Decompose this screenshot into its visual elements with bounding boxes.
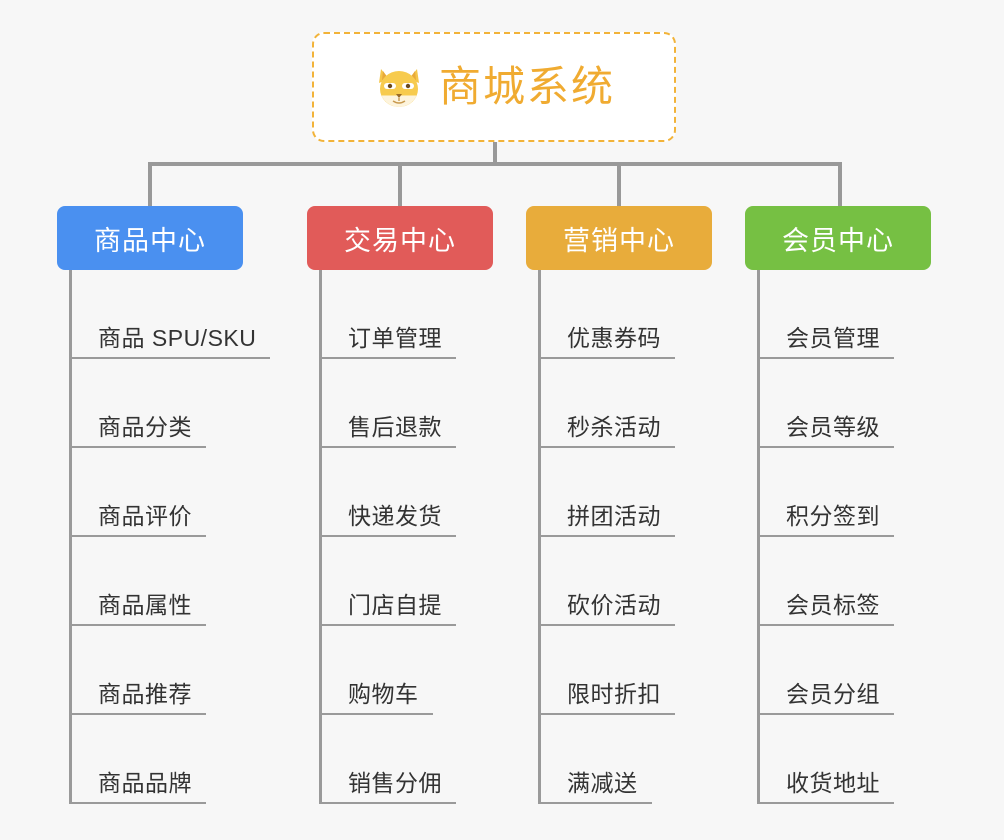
connector-drop-4 xyxy=(838,162,842,206)
leaf-list-marketing-center: 优惠券码 秒杀活动 拼团活动 砍价活动 限时折扣 满减送 xyxy=(538,270,712,804)
category-header-member-center[interactable]: 会员中心 xyxy=(745,206,931,270)
list-item[interactable]: 商品品牌 xyxy=(72,715,243,804)
list-item[interactable]: 商品评价 xyxy=(72,448,243,537)
list-item[interactable]: 订单管理 xyxy=(322,270,493,359)
list-item-label: 砍价活动 xyxy=(567,591,661,618)
list-item[interactable]: 售后退款 xyxy=(322,359,493,448)
list-item-label: 拼团活动 xyxy=(567,502,661,529)
list-item[interactable]: 秒杀活动 xyxy=(541,359,712,448)
leaf-list-product-center: 商品 SPU/SKU 商品分类 商品评价 商品属性 商品推荐 商品品牌 xyxy=(69,270,271,804)
list-item-label: 商品分类 xyxy=(98,413,192,440)
category-header-marketing-center[interactable]: 营销中心 xyxy=(526,206,712,270)
list-item-label: 会员标签 xyxy=(786,591,880,618)
column-product-center: 商品中心 商品 SPU/SKU 商品分类 商品评价 商品属性 商品推荐 商品品牌 xyxy=(57,206,271,804)
list-item-label: 销售分佣 xyxy=(348,769,442,796)
connector-horizontal-bus xyxy=(148,162,842,166)
column-trade-center: 交易中心 订单管理 售后退款 快递发货 门店自提 购物车 销售分佣 xyxy=(307,206,493,804)
list-item-label: 优惠券码 xyxy=(567,324,661,351)
list-item[interactable]: 积分签到 xyxy=(760,448,931,537)
list-item[interactable]: 商品推荐 xyxy=(72,626,243,715)
list-item-label: 快递发货 xyxy=(348,502,442,529)
list-item-label: 会员管理 xyxy=(786,324,880,351)
connector-drop-3 xyxy=(617,162,621,206)
category-title: 营销中心 xyxy=(563,225,675,256)
list-item-label: 购物车 xyxy=(348,680,419,707)
list-item-label: 商品 SPU/SKU xyxy=(98,324,257,351)
list-item-label: 商品品牌 xyxy=(98,769,192,796)
leaf-list-trade-center: 订单管理 售后退款 快递发货 门店自提 购物车 销售分佣 xyxy=(319,270,493,804)
list-item[interactable]: 满减送 xyxy=(541,715,712,804)
list-item[interactable]: 收货地址 xyxy=(760,715,931,804)
list-item[interactable]: 门店自提 xyxy=(322,537,493,626)
list-item-label: 积分签到 xyxy=(786,502,880,529)
list-item-label: 订单管理 xyxy=(348,324,442,351)
list-item-label: 秒杀活动 xyxy=(567,413,661,440)
category-title: 交易中心 xyxy=(344,225,456,256)
list-item[interactable]: 拼团活动 xyxy=(541,448,712,537)
list-item[interactable]: 快递发货 xyxy=(322,448,493,537)
shiba-dog-face-icon xyxy=(373,61,425,113)
list-item-label: 商品评价 xyxy=(98,502,192,529)
category-header-product-center[interactable]: 商品中心 xyxy=(57,206,243,270)
list-item[interactable]: 商品属性 xyxy=(72,537,243,626)
list-item[interactable]: 优惠券码 xyxy=(541,270,712,359)
category-header-trade-center[interactable]: 交易中心 xyxy=(307,206,493,270)
list-item-label: 会员等级 xyxy=(786,413,880,440)
list-item[interactable]: 会员管理 xyxy=(760,270,931,359)
category-title: 会员中心 xyxy=(782,225,894,256)
list-item-label: 售后退款 xyxy=(348,413,442,440)
list-item-label: 商品推荐 xyxy=(98,680,192,707)
list-item[interactable]: 会员标签 xyxy=(760,537,931,626)
root-title: 商城系统 xyxy=(438,63,615,110)
list-item-label: 门店自提 xyxy=(348,591,442,618)
root-node[interactable]: 商城系统 xyxy=(312,32,676,142)
category-title: 商品中心 xyxy=(94,225,206,256)
list-item[interactable]: 砍价活动 xyxy=(541,537,712,626)
list-item-label: 商品属性 xyxy=(98,591,192,618)
list-item[interactable]: 销售分佣 xyxy=(322,715,493,804)
list-item[interactable]: 会员等级 xyxy=(760,359,931,448)
connector-drop-1 xyxy=(148,162,152,206)
list-item[interactable]: 会员分组 xyxy=(760,626,931,715)
list-item[interactable]: 商品分类 xyxy=(72,359,243,448)
list-item-label: 满减送 xyxy=(567,769,638,796)
list-item[interactable]: 限时折扣 xyxy=(541,626,712,715)
leaf-list-member-center: 会员管理 会员等级 积分签到 会员标签 会员分组 收货地址 xyxy=(757,270,931,804)
list-item[interactable]: 商品 SPU/SKU xyxy=(72,270,271,359)
list-item-label: 会员分组 xyxy=(786,680,880,707)
connector-root-stem xyxy=(493,142,497,166)
connector-drop-2 xyxy=(398,162,402,206)
list-item-label: 收货地址 xyxy=(786,769,880,796)
list-item-label: 限时折扣 xyxy=(567,680,661,707)
column-member-center: 会员中心 会员管理 会员等级 积分签到 会员标签 会员分组 收货地址 xyxy=(745,206,931,804)
column-marketing-center: 营销中心 优惠券码 秒杀活动 拼团活动 砍价活动 限时折扣 满减送 xyxy=(526,206,712,804)
list-item[interactable]: 购物车 xyxy=(322,626,493,715)
